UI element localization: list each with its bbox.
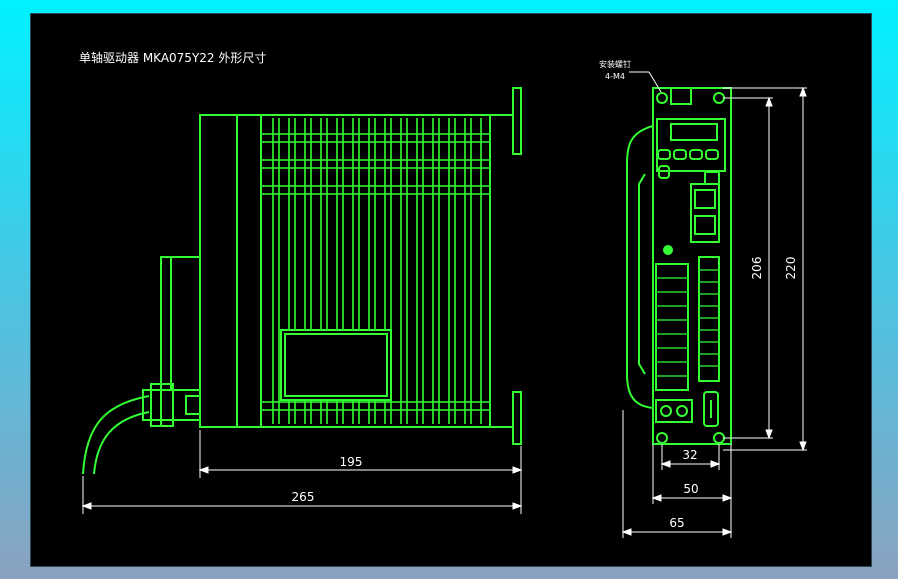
plug-collar bbox=[185, 395, 201, 415]
mount-hole-top-left bbox=[656, 92, 668, 104]
mount-hole-top-right bbox=[713, 92, 725, 104]
key-3 bbox=[689, 149, 703, 160]
dim-label-50: 50 bbox=[683, 482, 698, 496]
screw-n bbox=[676, 405, 688, 417]
power-terminal bbox=[655, 399, 693, 423]
cable-upper bbox=[82, 395, 150, 475]
key-2 bbox=[673, 149, 687, 160]
drawing-frame: 单轴驱动器 MKA075Y22 外形尺寸 bbox=[30, 13, 872, 567]
rj45-port-2 bbox=[694, 215, 716, 235]
ground-terminal bbox=[703, 391, 719, 427]
usb-port bbox=[704, 171, 720, 185]
key-1 bbox=[657, 149, 671, 160]
display-panel bbox=[656, 118, 726, 172]
front-dimensions bbox=[621, 86, 807, 538]
rear-connector bbox=[160, 256, 201, 391]
heatsink-bands bbox=[261, 133, 490, 411]
dim-label-32: 32 bbox=[682, 448, 697, 462]
mount-hole-bottom-right bbox=[713, 432, 725, 444]
mount-flange-bottom bbox=[512, 391, 522, 445]
rear-flange-profile bbox=[626, 125, 654, 409]
drawing-title: 单轴驱动器 MKA075Y22 外形尺寸 bbox=[79, 50, 266, 65]
terminal-pins bbox=[656, 269, 719, 377]
terminal-strip-right bbox=[698, 256, 720, 382]
rj45-port-1 bbox=[694, 189, 716, 209]
status-led bbox=[663, 245, 673, 255]
front-view bbox=[626, 87, 732, 445]
dim-label-206: 206 bbox=[750, 257, 764, 280]
rear-flange-inner bbox=[638, 173, 646, 375]
mount-screw-spec: 4-M4 bbox=[605, 72, 625, 81]
cable-lower bbox=[93, 411, 150, 475]
cad-drawing: 单轴驱动器 MKA075Y22 外形尺寸 bbox=[79, 50, 807, 538]
dim-label-195: 195 bbox=[340, 455, 363, 469]
dim-label-65: 65 bbox=[669, 516, 684, 530]
mount-screw-label: 安装螺钉 bbox=[599, 59, 631, 69]
mount-screw-leader bbox=[629, 71, 662, 93]
key-5 bbox=[658, 165, 670, 179]
dim-label-220: 220 bbox=[784, 257, 798, 280]
dim-label-265: 265 bbox=[292, 490, 315, 504]
side-dimensions bbox=[81, 430, 523, 514]
seven-seg-display bbox=[670, 123, 718, 141]
terminal-strip-left bbox=[655, 263, 689, 391]
mount-flange-top bbox=[512, 87, 522, 155]
key-4 bbox=[705, 149, 719, 160]
mount-hole-bottom-left bbox=[656, 432, 668, 444]
nameplate-window-inner bbox=[284, 333, 388, 397]
screw-l bbox=[660, 405, 672, 417]
side-view bbox=[82, 87, 522, 475]
